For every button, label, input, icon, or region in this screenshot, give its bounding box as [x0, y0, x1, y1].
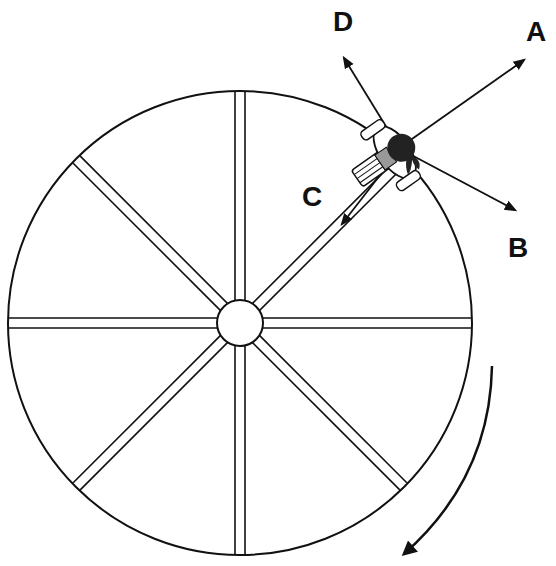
direction-label-box: C	[302, 183, 322, 211]
direction-label: A	[526, 16, 546, 47]
spoke-line	[252, 342, 399, 489]
direction-label: C	[302, 181, 322, 212]
spoke-line	[244, 345, 246, 553]
direction-label: D	[333, 6, 353, 37]
direction-label: B	[508, 232, 528, 263]
rotation-arrow	[404, 366, 492, 554]
spoke-line	[9, 317, 217, 319]
spoke-line	[262, 317, 470, 319]
hub	[217, 300, 263, 346]
direction-label-box: A	[526, 18, 546, 46]
spoke-line	[244, 92, 246, 300]
spoke-line	[259, 163, 406, 310]
spoke-line	[234, 92, 236, 300]
spokes	[9, 92, 471, 554]
spoke-line	[234, 345, 236, 553]
direction-label-box: B	[508, 234, 528, 262]
spoke-line	[73, 335, 220, 482]
direction-arrows	[342, 58, 524, 224]
spoke-line	[262, 327, 470, 329]
wheel-rim	[8, 91, 472, 555]
spoke-line	[80, 156, 227, 303]
spoke-line	[9, 327, 217, 329]
direction-label-box: D	[333, 8, 353, 36]
spoke-line	[259, 335, 406, 482]
spoke-line	[80, 342, 227, 489]
spoke-line	[73, 163, 220, 310]
person-figure	[336, 110, 433, 208]
